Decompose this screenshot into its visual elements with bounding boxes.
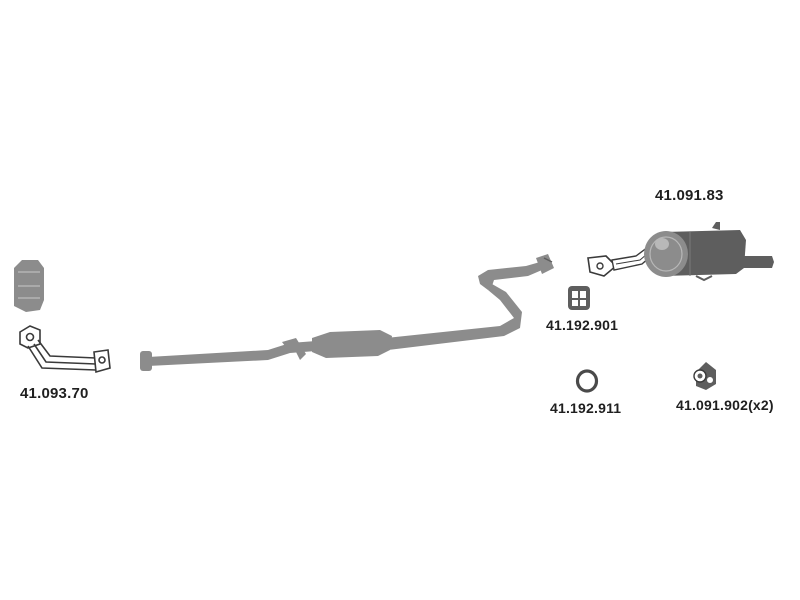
rectangular-hanger-part[interactable] — [568, 286, 590, 310]
catalytic-heat-shield — [14, 260, 44, 312]
part-number-rectangular-hanger: 41.192.901 — [546, 317, 619, 333]
rear-muffler-part[interactable] — [587, 222, 774, 282]
middle-pipe-part[interactable] — [140, 254, 554, 371]
part-number-catalytic-converter: 41.093.70 — [20, 385, 89, 402]
sealing-ring-part[interactable] — [575, 369, 599, 393]
front-pipe-part[interactable] — [19, 325, 111, 374]
part-number-rear-muffler: 41.091.83 — [655, 187, 724, 204]
rubber-hanger-part[interactable] — [693, 362, 716, 390]
part-number-sealing-ring: 41.192.911 — [550, 400, 622, 416]
part-number-rubber-hanger: 41.091.902(x2) — [676, 397, 774, 413]
